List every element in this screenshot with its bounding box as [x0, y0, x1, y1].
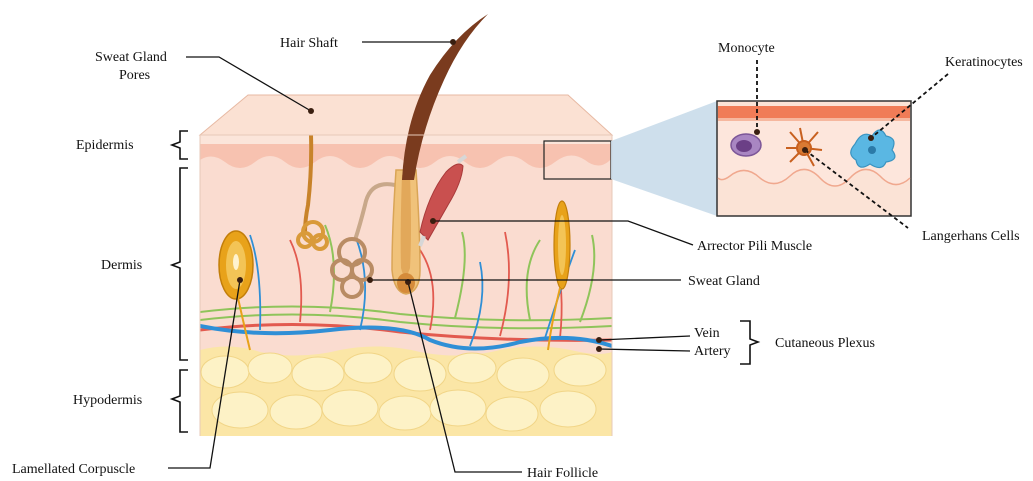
hair-follicle-label: Hair Follicle [527, 466, 598, 481]
dermis-label: Dermis [101, 258, 142, 273]
sweat-gland-pores-label-line1: Sweat Gland [95, 50, 167, 65]
epidermis-label: Epidermis [76, 138, 134, 153]
artery-label: Artery [694, 344, 731, 359]
cutaneous-plexus-brace [740, 321, 758, 364]
arrector-pili-muscle-label: Arrector Pili Muscle [697, 239, 812, 254]
stratum-corneum [200, 135, 612, 144]
dermis-brace [172, 168, 188, 360]
monocyte-label: Monocyte [718, 41, 775, 56]
hypodermis-brace [172, 370, 188, 432]
epidermis-brace [172, 131, 188, 159]
lamellated-corpuscle-label: Lamellated Corpuscle [12, 462, 135, 477]
monocyte-cell [731, 134, 761, 156]
sweat-gland-label: Sweat Gland [688, 274, 760, 289]
vein-label: Vein [694, 326, 720, 341]
cutaneous-plexus-label: Cutaneous Plexus [775, 336, 875, 351]
sweat-gland-pores-label-line2: Pores [119, 68, 150, 83]
skin-block-top-face [200, 95, 612, 135]
hair-follicle-structure [392, 170, 420, 294]
hypodermis-label: Hypodermis [73, 393, 142, 408]
keratinocytes-label: Keratinocytes [945, 55, 1023, 70]
epidermis-inset [717, 101, 911, 216]
hair-shaft-label: Hair Shaft [280, 36, 338, 51]
zoom-cone [611, 101, 717, 216]
langerhans-cells-label: Langerhans Cells [922, 229, 1020, 244]
